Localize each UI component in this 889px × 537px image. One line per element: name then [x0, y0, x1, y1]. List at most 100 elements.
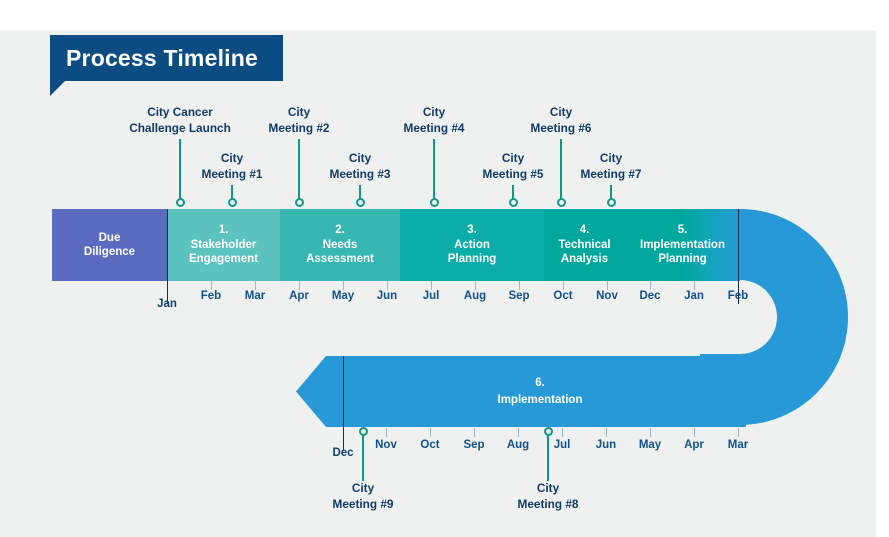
callout-stem — [359, 185, 362, 201]
callout-stem — [362, 435, 365, 481]
month-tick — [563, 281, 564, 290]
month-label-bottom-aug: Aug — [506, 439, 530, 451]
month-label-top-feb: Feb — [200, 290, 222, 302]
right-white-gutter — [876, 0, 889, 537]
month-divider-dec-bottom — [343, 356, 345, 451]
phase-segment-2[interactable]: 2. Needs Assessment — [280, 209, 400, 281]
callout-label-meeting-6: City Meeting #6 — [530, 105, 592, 135]
callout-stem — [610, 185, 613, 201]
callout-dot[interactable] — [228, 198, 237, 207]
callout-stem — [298, 139, 301, 201]
month-label-top-oct: Oct — [553, 290, 573, 302]
month-tick — [650, 428, 651, 437]
callout-stem — [547, 435, 550, 481]
month-label-top-mar: Mar — [244, 290, 266, 302]
callout-dot[interactable] — [176, 198, 185, 207]
callout-dot[interactable] — [356, 198, 365, 207]
timeline-top-bar: Due Diligence 1. Stakeholder Engagement … — [52, 209, 740, 281]
phase-number: 2. — [335, 224, 345, 237]
callout-stem — [512, 185, 515, 201]
month-tick — [255, 281, 256, 290]
month-tick — [387, 281, 388, 290]
title-banner-tail — [50, 81, 65, 96]
month-tick — [607, 281, 608, 290]
month-tick — [386, 428, 387, 437]
month-label-top-jan: Jan — [157, 298, 177, 310]
callout-dot[interactable] — [430, 198, 439, 207]
phase-name: Due Diligence — [83, 231, 136, 259]
month-label-bottom-sep: Sep — [463, 439, 485, 451]
callout-label-meeting-8: City Meeting #8 — [517, 481, 579, 511]
month-tick — [519, 281, 520, 290]
month-label-bottom-mar: Mar — [727, 439, 749, 451]
callout-dot[interactable] — [509, 198, 518, 207]
month-tick — [694, 281, 695, 290]
phase-name: Stakeholder Engagement — [188, 238, 258, 266]
phase-segment-6[interactable]: 6. Implementation — [440, 375, 640, 409]
top-white-strip — [0, 0, 889, 30]
phase-number: 4. — [579, 224, 590, 237]
phase-name: Needs Assessment — [306, 238, 374, 266]
phase-segment-4[interactable]: 4. Technical Analysis — [544, 209, 625, 281]
month-tick — [299, 281, 300, 290]
callout-label-meeting-2: City Meeting #2 — [268, 105, 330, 135]
month-tick — [562, 428, 563, 437]
callout-label-meeting-9: City Meeting #9 — [332, 481, 394, 511]
timeline-bottom-bar — [296, 356, 746, 427]
title-banner: Process Timeline — [50, 35, 283, 81]
phase-number: 3. — [467, 224, 477, 237]
month-label-bottom-oct: Oct — [420, 439, 440, 451]
callout-dot[interactable] — [557, 198, 566, 207]
month-label-bottom-may: May — [638, 439, 662, 451]
callout-label-launch: City Cancer Challenge Launch — [129, 105, 231, 135]
month-label-bottom-jun: Jun — [595, 439, 617, 451]
callout-label-meeting-1: City Meeting #1 — [201, 151, 263, 181]
callout-label-meeting-4: City Meeting #4 — [403, 105, 465, 135]
month-tick — [738, 428, 739, 437]
phase-number: 5. — [677, 224, 688, 237]
month-label-top-may: May — [331, 290, 355, 302]
month-label-bottom-dec: Dec — [332, 447, 354, 459]
month-tick — [474, 428, 475, 437]
callout-stem — [560, 139, 563, 201]
callout-stem — [179, 139, 182, 201]
month-label-bottom-apr: Apr — [684, 439, 704, 451]
month-label-top-dec: Dec — [639, 290, 661, 302]
month-divider-jan — [167, 209, 169, 304]
callout-dot[interactable] — [295, 198, 304, 207]
phase-name: Action Planning — [447, 238, 497, 266]
callout-label-meeting-7: City Meeting #7 — [580, 151, 642, 181]
callout-stem — [231, 185, 234, 201]
phase-number: 1. — [218, 224, 229, 237]
month-label-top-jun: Jun — [376, 290, 398, 302]
month-tick — [650, 281, 651, 290]
month-label-top-jan2: Jan — [684, 290, 704, 302]
page-title: Process Timeline — [66, 45, 258, 71]
phase-name: Technical Analysis — [558, 238, 611, 266]
phase-segment-1[interactable]: 1. Stakeholder Engagement — [167, 209, 280, 281]
phase-segment-due-diligence[interactable]: Due Diligence — [52, 209, 167, 281]
month-label-bottom-nov: Nov — [375, 439, 397, 451]
phase-number: 6. — [535, 377, 545, 389]
month-tick — [694, 428, 695, 437]
month-tick — [475, 281, 476, 290]
callout-dot[interactable] — [359, 427, 368, 436]
phase-segment-3[interactable]: 3. Action Planning — [400, 209, 544, 281]
callout-label-meeting-3: City Meeting #3 — [329, 151, 391, 181]
month-label-top-nov: Nov — [596, 290, 618, 302]
month-tick — [606, 428, 607, 437]
phase-name: Implementation — [497, 394, 583, 406]
month-tick — [430, 428, 431, 437]
month-label-top-aug: Aug — [463, 290, 487, 302]
month-label-top-jul: Jul — [422, 290, 440, 302]
callout-dot[interactable] — [544, 427, 553, 436]
callout-label-meeting-5: City Meeting #5 — [482, 151, 544, 181]
callout-dot[interactable] — [607, 198, 616, 207]
phase-segment-5[interactable]: 5. Implementation Planning — [625, 209, 740, 281]
month-label-top-sep: Sep — [508, 290, 530, 302]
month-divider-feb — [738, 209, 740, 304]
phase-name: Implementation Planning — [640, 238, 725, 266]
month-label-top-apr: Apr — [289, 290, 309, 302]
month-tick — [211, 281, 212, 290]
